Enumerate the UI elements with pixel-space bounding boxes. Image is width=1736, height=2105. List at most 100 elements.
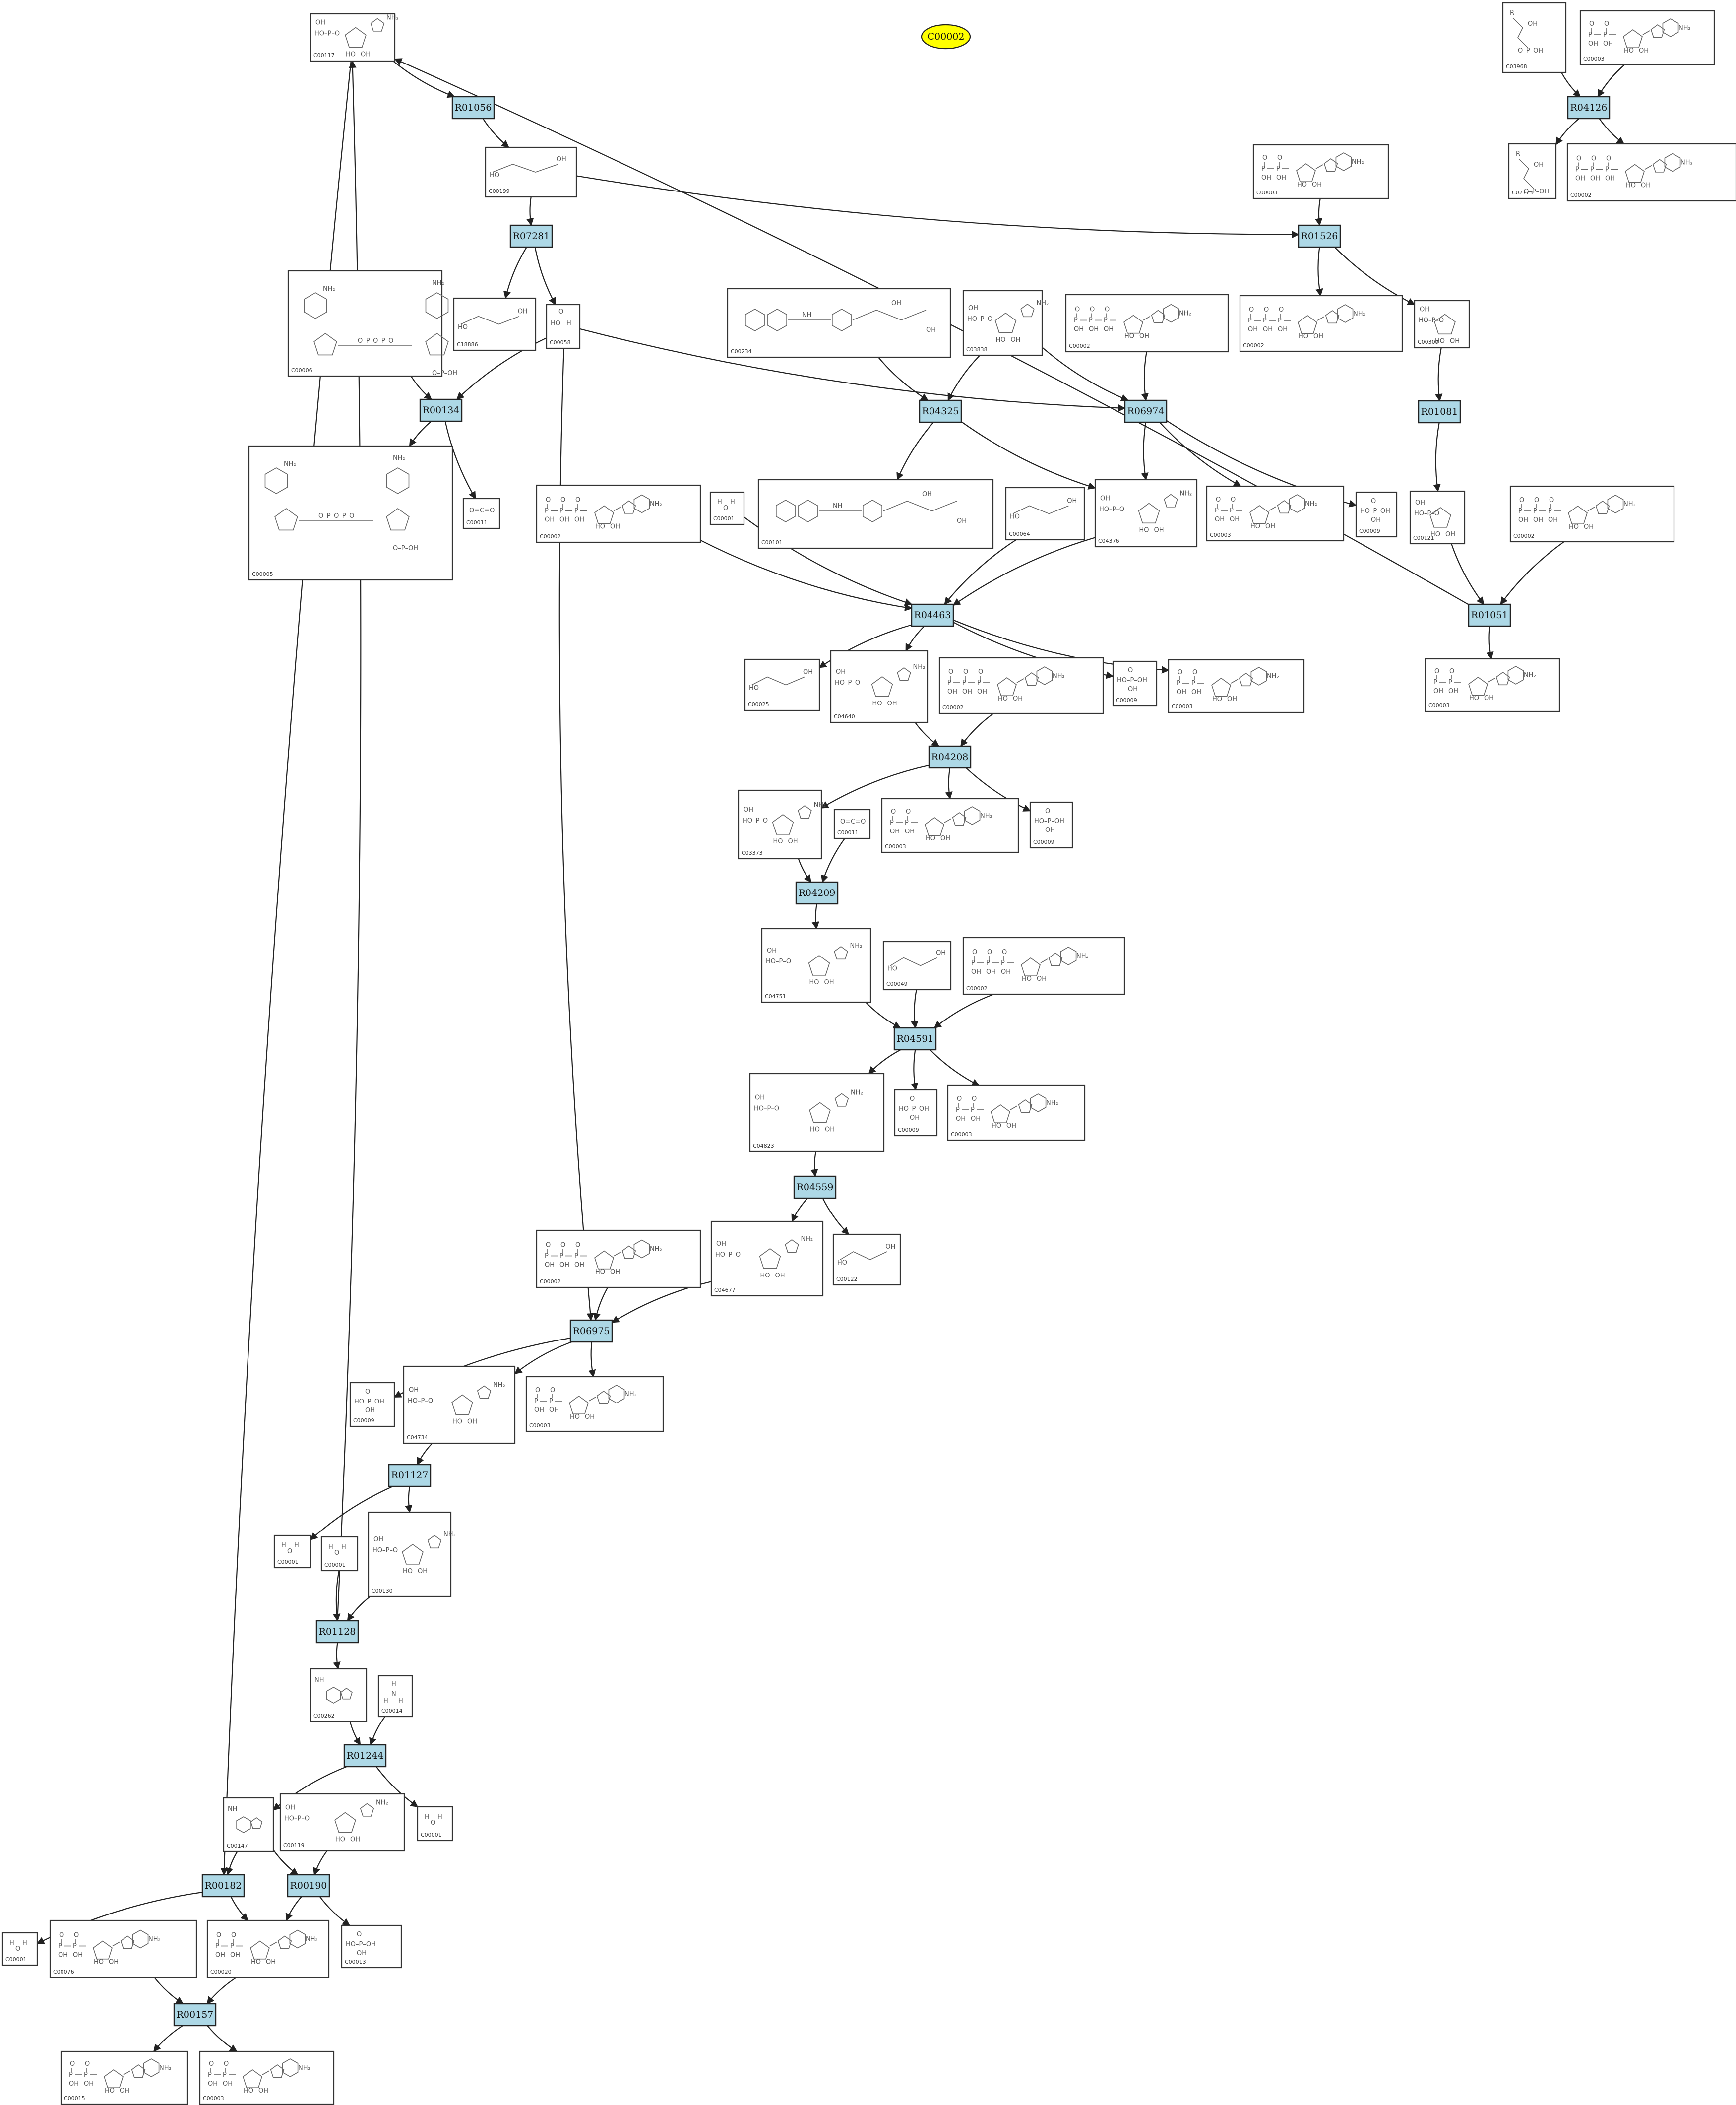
reaction-node[interactable]: R01127	[388, 1464, 432, 1487]
compound-id-label: C04823	[753, 1143, 774, 1149]
reaction-node[interactable]: R04591	[893, 1027, 937, 1051]
reaction-node[interactable]: R01244	[343, 1744, 387, 1768]
reaction-node[interactable]: R01051	[1468, 603, 1511, 627]
svg-text:O: O	[1192, 669, 1197, 676]
compound-id-label: C00001	[421, 1832, 442, 1838]
svg-text:O: O	[546, 497, 551, 504]
reaction-node[interactable]: R06974	[1124, 399, 1168, 423]
reaction-node[interactable]: R00134	[419, 398, 463, 422]
svg-text:OH: OH	[1278, 326, 1288, 333]
reaction-node[interactable]: R04463	[911, 603, 954, 627]
svg-text:OH: OH	[926, 326, 936, 334]
reaction-edge-arrow	[333, 1570, 341, 1622]
svg-text:HO–P–O: HO–P–O	[835, 679, 860, 687]
reaction-node[interactable]: R01526	[1298, 224, 1341, 248]
compound-box	[536, 1229, 701, 1288]
reaction-node[interactable]: R04126	[1567, 96, 1611, 120]
reaction-id-label: R00157	[177, 2009, 214, 2020]
reaction-node[interactable]: R01081	[1418, 400, 1461, 424]
reaction-node[interactable]: R01056	[451, 96, 495, 120]
compound-id-label: C00002	[1570, 192, 1592, 198]
reaction-node[interactable]: R00182	[201, 1874, 245, 1898]
svg-text:OH: OH	[1603, 40, 1613, 48]
reaction-node[interactable]: R04209	[795, 881, 839, 905]
reaction-node[interactable]: R04559	[793, 1175, 837, 1199]
reaction-node[interactable]: R07281	[509, 224, 553, 248]
reaction-node[interactable]: R00190	[287, 1874, 330, 1898]
reaction-node[interactable]: R06975	[569, 1319, 613, 1343]
reaction-node[interactable]: R04325	[919, 399, 962, 423]
reaction-node[interactable]: R00157	[173, 2003, 217, 2027]
compound-box	[938, 657, 1104, 714]
reaction-node[interactable]: R04208	[928, 745, 972, 769]
root-compound-node[interactable]: C00002	[921, 24, 971, 50]
svg-text:OH: OH	[1074, 326, 1084, 333]
reaction-node[interactable]: R01128	[315, 1620, 359, 1644]
reaction-edge-arrow	[822, 1198, 850, 1235]
